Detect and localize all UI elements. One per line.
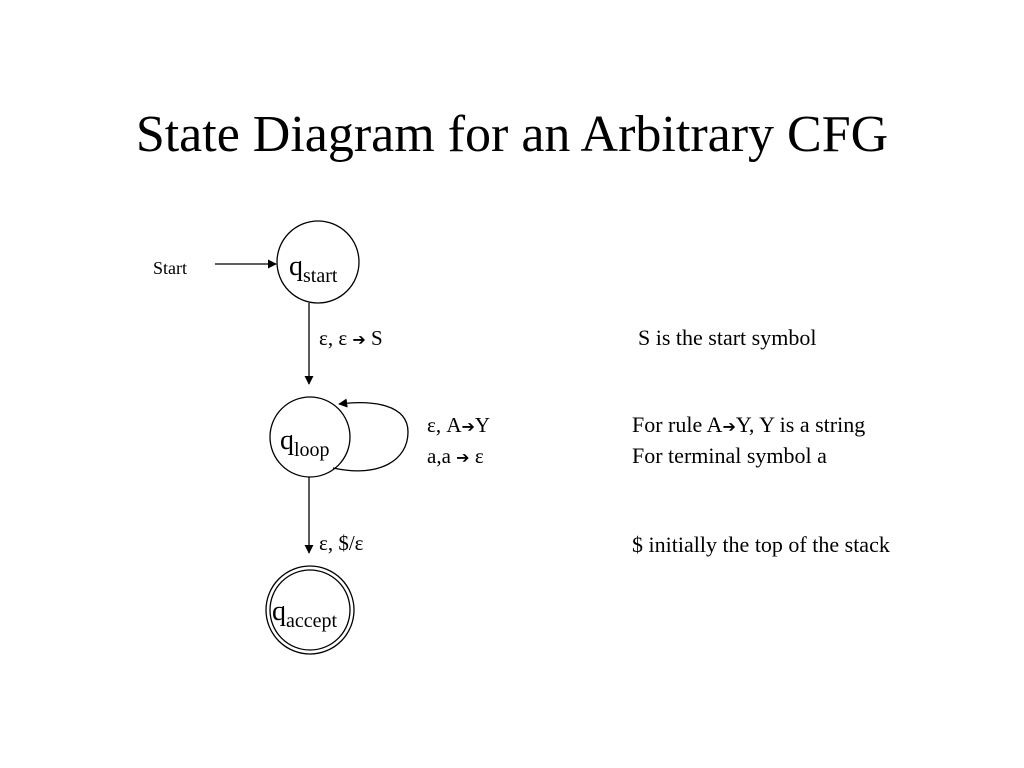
state-start-label: qstart: [289, 251, 338, 287]
transition-loop-to-accept-label: ε, $/ε: [319, 531, 364, 555]
transition-self-loop-terminal-label: a,a ➔ ε: [427, 444, 484, 468]
arrow-right-icon: ➔: [461, 417, 475, 436]
arrow-self-loop: [332, 398, 409, 472]
transition-self-loop-rule-label: ε, A➔Y: [427, 413, 491, 437]
state-accept-circle-outer: [265, 565, 355, 655]
note-terminal: For terminal symbol a: [632, 443, 827, 468]
page-title: State Diagram for an Arbitrary CFG: [135, 106, 889, 163]
state-accept-label: qaccept: [272, 596, 338, 632]
note-start-symbol: S is the start symbol: [638, 325, 817, 350]
state-accept-circle-inner: [269, 569, 351, 651]
state-loop-label: qloop: [280, 425, 330, 461]
state-start-circle: [276, 220, 360, 304]
arrow-right-icon: ➔: [456, 448, 470, 467]
note-stack: $ initially the top of the stack: [632, 532, 890, 557]
transition-start-to-loop-label: ε, ε ➔ S: [319, 326, 383, 350]
state-loop-circle: [269, 396, 351, 478]
arrow-right-icon: ➔: [722, 417, 736, 436]
start-label: Start: [153, 258, 187, 278]
note-rule: For rule A➔Y, Y is a string: [632, 412, 866, 437]
arrow-right-icon: ➔: [352, 330, 366, 349]
